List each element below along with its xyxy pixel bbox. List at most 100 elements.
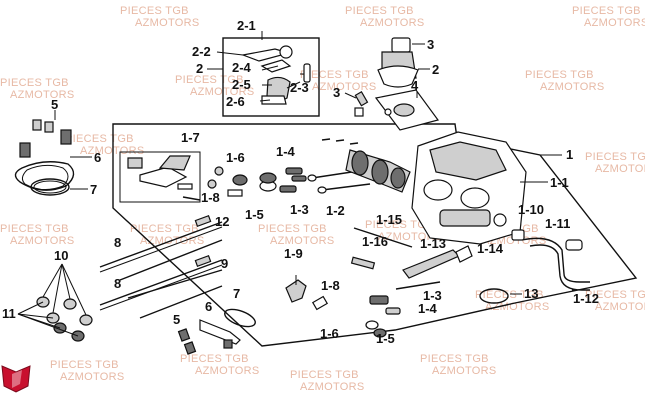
watermark-text: PIECES TGB [0, 223, 69, 235]
watermark-text: AZMOTORS [135, 17, 200, 29]
shield-logo-icon [1, 365, 31, 393]
callout-1-5-b: 1-5 [376, 331, 395, 346]
pipe-1-12 [511, 229, 590, 291]
callout-1-5: 1-5 [245, 207, 264, 222]
callout-1-1: 1-1 [550, 175, 569, 190]
watermark-text: AZMOTORS [485, 301, 550, 313]
pushrods-8-9-12 [99, 215, 223, 319]
watermark-text: PIECES TGB [175, 74, 244, 86]
callout-1-9: 1-9 [284, 246, 303, 261]
callout-2-3: 2-3 [290, 80, 309, 95]
watermark-text: PIECES TGB [365, 219, 434, 231]
callout-1-4: 1-4 [276, 144, 296, 159]
watermark-text: PIECES TGB [585, 289, 645, 301]
watermark-text: AZMOTORS [300, 381, 365, 393]
callout-4: 4 [411, 78, 419, 93]
watermark-text: PIECES TGB [585, 151, 645, 163]
callout-1-4-b: 1-4 [418, 301, 438, 316]
nuts-10-11 [36, 296, 93, 342]
callout-11: 11 [2, 306, 16, 321]
callout-1-14: 1-14 [477, 241, 504, 256]
callout-2-5: 2-5 [232, 77, 251, 92]
watermark-text: AZMOTORS [60, 371, 125, 383]
callout-1-3-b: 1-3 [423, 288, 442, 303]
watermark-text: PIECES TGB [258, 223, 327, 235]
callout-10: 10 [54, 248, 68, 263]
watermark-text: AZMOTORS [80, 145, 145, 157]
watermark-text: AZMOTORS [432, 365, 497, 377]
watermark-text: AZMOTORS [595, 163, 645, 175]
watermark-text: PIECES TGB [50, 359, 119, 371]
watermark-text: AZMOTORS [10, 89, 75, 101]
callout-1-2: 1-2 [326, 203, 345, 218]
watermark-text: AZMOTORS [312, 81, 377, 93]
watermark-text: PIECES TGB [572, 5, 641, 17]
watermark-layer: PIECES TGB AZMOTORS PIECES TGB AZMOTORS … [0, 5, 645, 393]
callout-8-b: 8 [114, 276, 121, 291]
watermark-text: AZMOTORS [195, 365, 260, 377]
lower-spring-group [365, 281, 441, 338]
watermark-text: AZMOTORS [584, 17, 645, 29]
callout-1-8-b: 1-8 [321, 278, 340, 293]
plate-1-8 [311, 295, 329, 311]
watermark-text: PIECES TGB [300, 69, 369, 81]
callout-9: 9 [221, 256, 228, 271]
callout-1-7: 1-7 [181, 130, 200, 145]
callout-1-16: 1-16 [362, 234, 388, 249]
callout-1-12: 1-12 [573, 291, 599, 306]
small-cylinders-1-6 [207, 166, 243, 197]
lower-pieces-5-6-7 [177, 308, 256, 355]
watermark-text: AZMOTORS [540, 81, 605, 93]
cylinder-head-1-1 [411, 131, 527, 245]
callout-5: 5 [51, 97, 58, 112]
watermark-text: PIECES TGB [130, 223, 199, 235]
callout-6-b: 6 [205, 299, 212, 314]
valve-springs-1-4 [279, 167, 307, 193]
callout-1-10: 1-10 [518, 202, 544, 217]
watermark-text: PIECES TGB [65, 133, 134, 145]
callout-5-b: 5 [173, 312, 180, 327]
watermark-text: AZMOTORS [360, 17, 425, 29]
callout-2: 2 [196, 61, 203, 76]
watermark-text: AZMOTORS [270, 235, 335, 247]
chain-tensioner-2 [377, 37, 419, 88]
callout-1-15: 1-15 [376, 212, 402, 227]
o-ring-13 [479, 288, 509, 304]
spring-1-16 [350, 256, 376, 270]
cover-plate-4 [374, 89, 440, 131]
watermark-text: PIECES TGB [120, 5, 189, 17]
group-1-7-frame [119, 151, 201, 203]
watermark-text: PIECES TGB [290, 369, 359, 381]
watermark-text: PIECES TGB [475, 289, 544, 301]
watermark-text: AZMOTORS [190, 86, 255, 98]
o-ring-7 [30, 178, 70, 196]
callout-2-4: 2-4 [232, 60, 252, 75]
callout-13: 13 [524, 286, 538, 301]
rocker-arm-1-7 [127, 155, 193, 190]
watermark-text: PIECES TGB [345, 5, 414, 17]
rocker-1-13 [402, 245, 473, 279]
shaft-1-8 [182, 172, 277, 201]
watermark-text: PIECES TGB [420, 353, 489, 365]
watermark-text: PIECES TGB [525, 69, 594, 81]
callout-1-13: 1-13 [420, 236, 446, 251]
bolts-5 [19, 119, 72, 158]
callout-2-1: 2-1 [237, 18, 256, 33]
callout-3-b: 3 [333, 85, 340, 100]
watermark-text: AZMOTORS [10, 235, 75, 247]
callout-labels: 2-1 2-2 2 2-4 2-5 2-3 2-6 3 2 3 4 5 6 7 … [2, 18, 599, 346]
watermark-text: AZMOTORS [595, 301, 645, 313]
leader-lines-10-11 [17, 263, 87, 337]
callout-2-right: 2 [432, 62, 439, 77]
callout-6: 6 [94, 150, 101, 165]
callout-1-6-b: 1-6 [320, 326, 339, 341]
leader-lines [54, 31, 580, 295]
watermark-text: AZMOTORS [378, 231, 443, 243]
gasket-6 [14, 161, 75, 191]
callout-3: 3 [427, 37, 434, 52]
callout-1: 1 [566, 147, 573, 162]
watermark-text: PIECES TGB [180, 353, 249, 365]
camshaft [345, 149, 411, 193]
callout-12: 12 [215, 214, 229, 229]
callout-8: 8 [114, 235, 121, 250]
